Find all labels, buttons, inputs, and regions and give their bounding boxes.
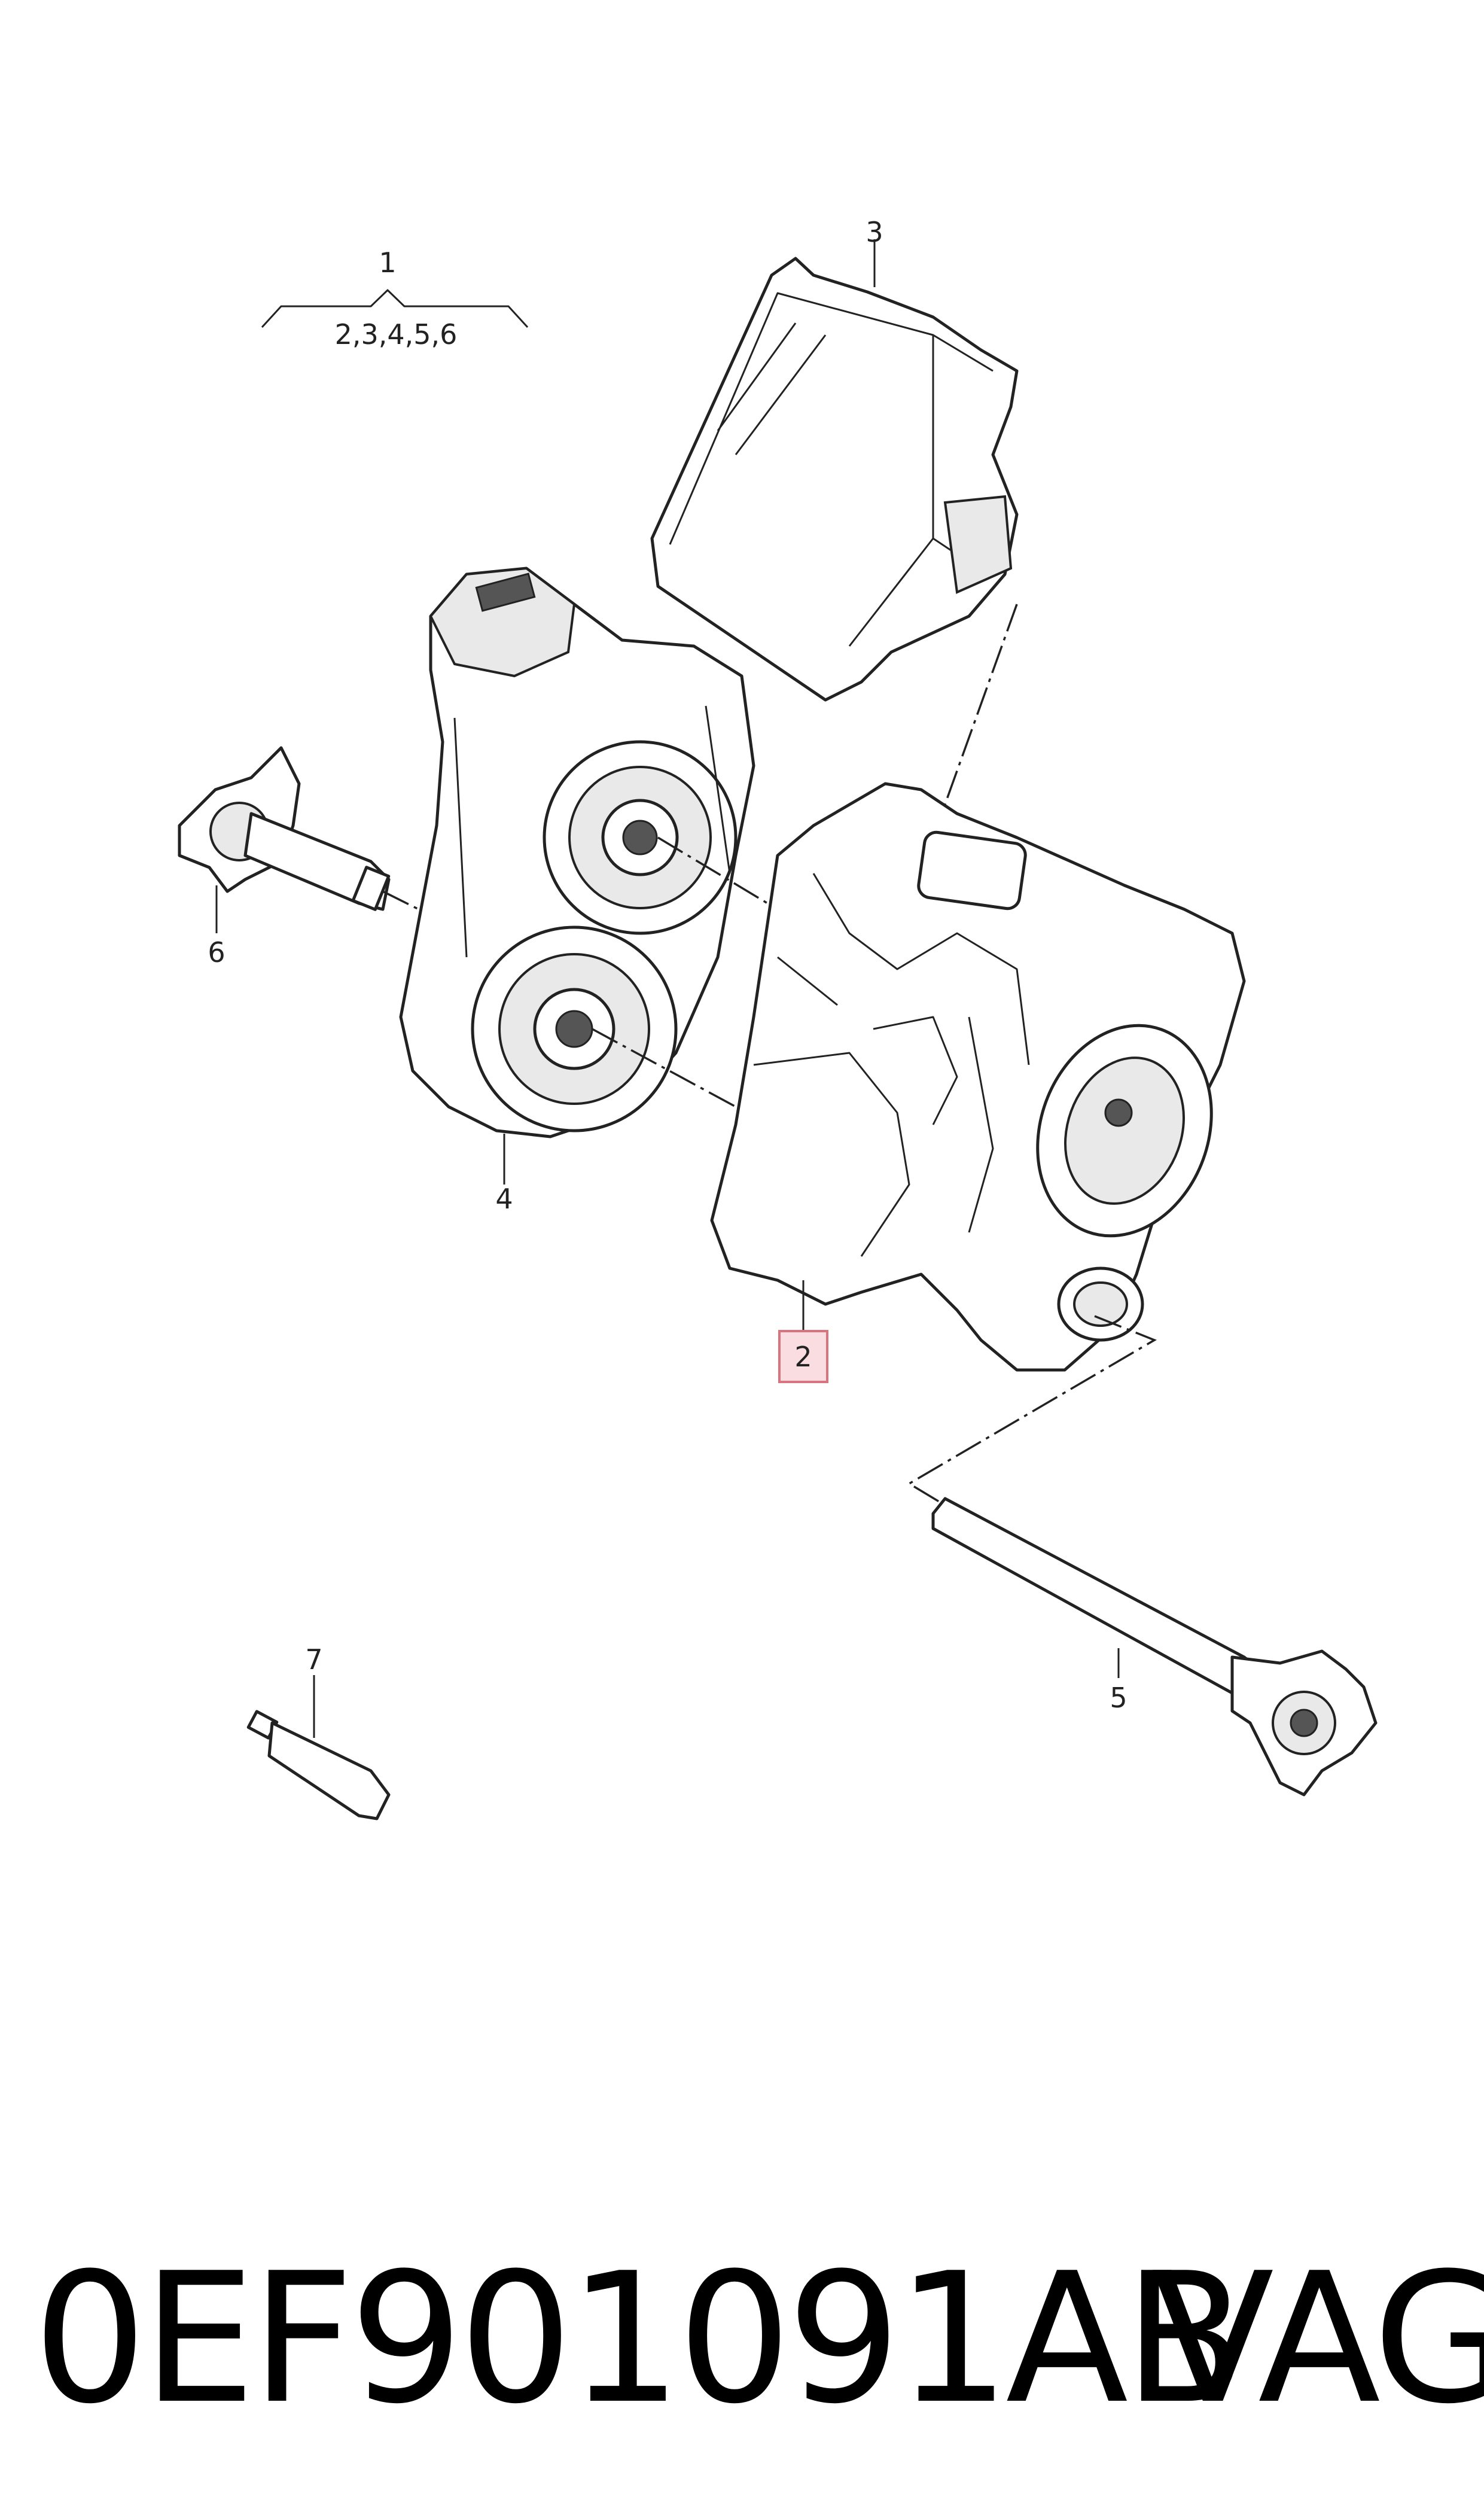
connector-line-5 — [907, 1315, 1157, 1503]
callout-6-label: 6 — [208, 936, 225, 969]
callout-1-includes-label: 2,3,4,5,6 — [335, 318, 458, 351]
callout-2-box[interactable] — [778, 1330, 828, 1383]
connector-line-6 — [382, 890, 419, 911]
part-number-caption: 0EF901091AB — [33, 2234, 1247, 2443]
callout-2-highlight[interactable]: 2 — [778, 1330, 828, 1383]
callout-assembly: 1 2,3,4,5,6 — [261, 246, 529, 351]
control-unit-part — [650, 239, 1019, 702]
callout-2-label: 2 — [794, 1341, 812, 1373]
right-shaft-part — [931, 1497, 1378, 1797]
callout-3-label: 3 — [866, 216, 883, 248]
housing-part — [710, 782, 1246, 1372]
left-shaft-part — [178, 746, 391, 933]
brand-caption: VAG — [1151, 2234, 1484, 2443]
assembly-bracket — [261, 289, 529, 328]
callout-7-label: 7 — [305, 1643, 322, 1676]
gear-cover-part — [399, 567, 755, 1185]
callout-1-label: 1 — [379, 246, 396, 279]
sealant-tube-part — [246, 1675, 391, 1820]
callout-5-label: 5 — [1110, 1682, 1127, 1714]
connector-line-3 — [932, 604, 1018, 838]
connector-line-4a — [657, 836, 778, 911]
connector-line-4b — [592, 1028, 736, 1108]
callout-4-label: 4 — [495, 1183, 513, 1215]
